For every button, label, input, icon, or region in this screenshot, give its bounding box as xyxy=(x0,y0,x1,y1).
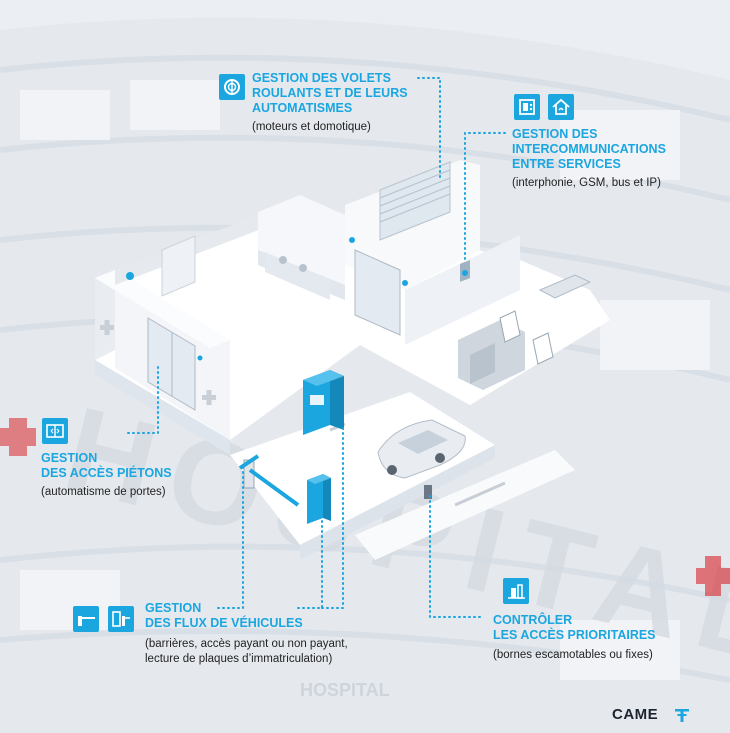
bollard xyxy=(424,485,432,499)
pay-station-kiosk xyxy=(303,370,344,435)
connector-lines xyxy=(127,77,506,618)
vehicules-title: GESTION DES FLUX DE VÉHICULES xyxy=(145,601,303,630)
brand-name: CAME xyxy=(612,706,659,723)
pietons-subtitle: (automatisme de portes) xyxy=(41,486,166,498)
car xyxy=(377,419,466,479)
red-cross-right xyxy=(696,556,730,596)
background-entrance-text: HOSPITAL xyxy=(300,680,390,700)
volets-subtitle: (moteurs et domotique) xyxy=(252,121,371,133)
barrier-icon xyxy=(73,606,99,632)
smart-home-icon xyxy=(548,94,574,120)
intercom-panel-icon xyxy=(514,94,540,120)
prioritaires-title: CONTRÔLER LES ACCÈS PRIORITAIRES xyxy=(493,613,656,642)
volets-title: GESTION DES VOLETS ROULANTS ET DE LEURS … xyxy=(252,71,408,115)
isometric-hospital xyxy=(95,160,610,560)
red-cross-left xyxy=(0,418,36,456)
vehicules-subtitle: (barrières, accès payant ou non payant, … xyxy=(145,638,348,665)
barrier-kiosk xyxy=(307,474,331,524)
shutter-motor-icon xyxy=(219,74,245,100)
intercom-title: GESTION DES INTERCOMMUNICATIONS ENTRE SE… xyxy=(512,127,666,171)
parking-pay-station-icon xyxy=(108,606,134,632)
pietons-title: GESTION DES ACCÈS PIÉTONS xyxy=(41,451,172,480)
sliding-door-icon xyxy=(42,418,68,444)
prioritaires-subtitle: (bornes escamotables ou fixes) xyxy=(493,649,653,661)
came-logo-icon xyxy=(675,709,689,722)
bollard-icon xyxy=(503,578,529,604)
intercom-subtitle: (interphonie, GSM, bus et IP) xyxy=(512,177,661,189)
